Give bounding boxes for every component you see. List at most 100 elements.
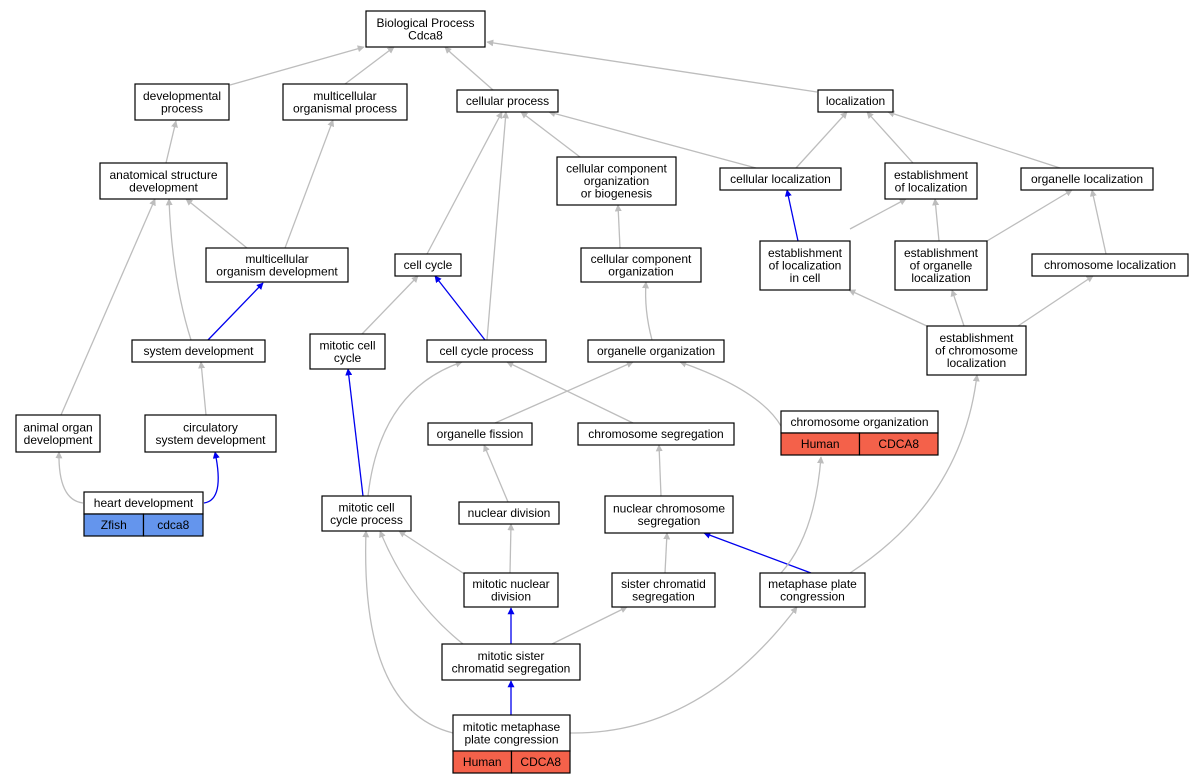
node-label-line: division (491, 589, 531, 603)
edge-mpc-to-ncs (703, 531, 812, 574)
gene-cell-label: cdca8 (157, 518, 189, 532)
edge-orgorg-to-cco (642, 281, 653, 341)
edge-orgloc-to-loc (887, 110, 1061, 169)
node-box (426, 339, 547, 363)
node-label-line: localization (911, 271, 970, 285)
node-label-line: cellular component (591, 252, 692, 266)
node-chromseg[interactable]: chromosome segregation (577, 422, 735, 446)
node-ccp[interactable]: cell cycle process (426, 339, 547, 363)
node-label-line: segregation (632, 589, 695, 603)
node-box (427, 422, 533, 446)
edge-mscs-to-scs (551, 606, 628, 645)
edge-sysdev-to-anat (165, 198, 192, 341)
node-loc[interactable]: localization (817, 89, 894, 113)
node-cellcycle[interactable]: cell cycle (394, 253, 462, 277)
node-label-line: cellular component (566, 162, 667, 176)
node-label-line: nuclear chromosome (613, 501, 725, 515)
node-label-line: chromosome localization (1044, 258, 1176, 272)
node-label-line: organelle organization (597, 344, 715, 358)
edge-chromseg-to-ccp (506, 361, 634, 424)
edge-estchromloc-to-estorgloc (950, 289, 965, 327)
node-label-line: establishment (894, 168, 969, 182)
node-orgfis[interactable]: organelle fission (427, 422, 533, 446)
node-box (282, 83, 408, 121)
edge-ncs-to-chromseg (655, 444, 663, 497)
node-orgorg[interactable]: organelle organization (587, 339, 725, 363)
node-label-line: Cdca8 (408, 28, 443, 42)
node-label-line: organismal process (293, 101, 397, 115)
node-label-line: mitotic cell (319, 338, 375, 352)
node-label-line: system development (155, 433, 266, 447)
node-label-line: of chromosome (935, 344, 1018, 358)
node-sysdev[interactable]: system development (131, 339, 266, 363)
edge-ccp-to-cellproc (486, 111, 509, 341)
node-label-line: system development (143, 344, 254, 358)
node-box (131, 339, 266, 363)
node-chromloc[interactable]: chromosome localization (1031, 253, 1189, 277)
node-label-line: cellular localization (730, 172, 831, 186)
gene-cell-label: CDCA8 (878, 437, 919, 451)
node-box (577, 422, 735, 446)
node-label-line: localization (826, 94, 885, 108)
edge-chromorg-to-orgorg (679, 360, 782, 427)
edge-heart-to-animorg (55, 451, 84, 504)
node-label-line: establishment (939, 331, 1014, 345)
edge-mscs-to-mccp (379, 530, 464, 645)
node-cellloc[interactable]: cellular localization (719, 167, 842, 191)
node-box (99, 162, 228, 200)
edge-ccp-to-cellcycle (434, 275, 486, 341)
edge-chromloc-to-orgloc (1089, 189, 1107, 255)
node-label-line: developmental (143, 89, 221, 103)
node-cellproc[interactable]: cellular process (456, 89, 559, 113)
node-label-line: heart development (94, 496, 194, 510)
node-label-line: multicellular (245, 252, 308, 266)
gene-cell (858, 432, 939, 456)
node-label-line: organism development (216, 264, 338, 278)
edge-mitcc-to-cellcycle (361, 275, 419, 335)
node-label-line: of localization (769, 259, 842, 273)
node-box (458, 501, 560, 525)
node-label-line: segregation (638, 514, 701, 528)
node-box (611, 572, 716, 608)
edge-multiproc-to-bp (344, 46, 395, 85)
edge-circ-to-sysdev (198, 361, 207, 416)
node-box (394, 253, 462, 277)
node-box (719, 167, 842, 191)
node-label-line: chromosome organization (790, 415, 928, 429)
edge-cellloc-to-cellproc (548, 110, 757, 169)
node-box (441, 643, 581, 681)
edge-estloc-to-loc (866, 111, 914, 164)
node-label-line: Biological Process (376, 16, 474, 30)
edge-mod-to-anat (185, 198, 248, 249)
edge-scs-to-ncs (663, 532, 671, 574)
edge-estlocc-to-cellloc (784, 189, 799, 242)
node-nucdiv[interactable]: nuclear division (458, 501, 560, 525)
node-orgloc[interactable]: organelle localization (1020, 167, 1154, 191)
node-label-line: localization (947, 356, 1006, 370)
node-label-line: mitotic cell (338, 500, 394, 514)
node-label-line: establishment (768, 246, 843, 260)
